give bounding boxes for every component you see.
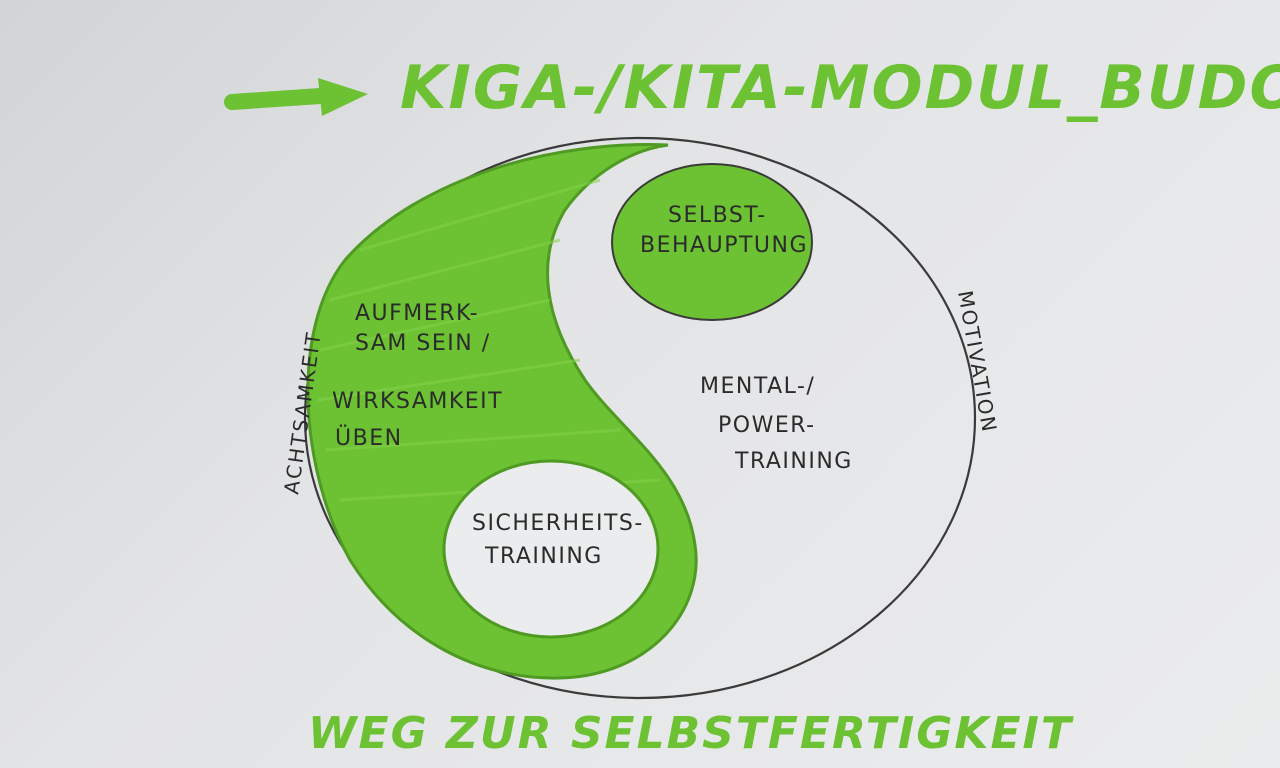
label-right-side: MOTIVATION — [953, 289, 1002, 435]
label-wirksam-line1: WIRKSAMKEIT — [332, 389, 503, 414]
label-selbst-line1: SELBST- — [668, 203, 767, 228]
label-sicher-line1: SICHERHEITS- — [472, 511, 644, 536]
label-aufmerk-line1: AUFMERK- — [355, 301, 479, 326]
safety-circle — [442, 459, 660, 639]
diagram-footer: WEG ZUR SELBSTFERTIGKEIT — [308, 708, 1074, 759]
diagram-title: KIGA-/KITA-MODUL_BUDO — [400, 53, 1280, 123]
label-selbst-line2: BEHAUPTUNG — [640, 233, 808, 258]
label-wirksam-line2: ÜBEN — [335, 425, 403, 451]
label-sicher-line2: TRAINING — [484, 544, 603, 569]
label-mental-line3: TRAINING — [734, 449, 853, 474]
arrow-icon — [224, 78, 368, 116]
label-aufmerk-line2: SAM SEIN / — [355, 331, 491, 356]
label-mental-line1: MENTAL-/ — [700, 374, 815, 399]
label-mental-line2: POWER- — [718, 413, 816, 438]
self-assertion-circle — [611, 163, 813, 321]
outer-circle — [303, 136, 977, 700]
